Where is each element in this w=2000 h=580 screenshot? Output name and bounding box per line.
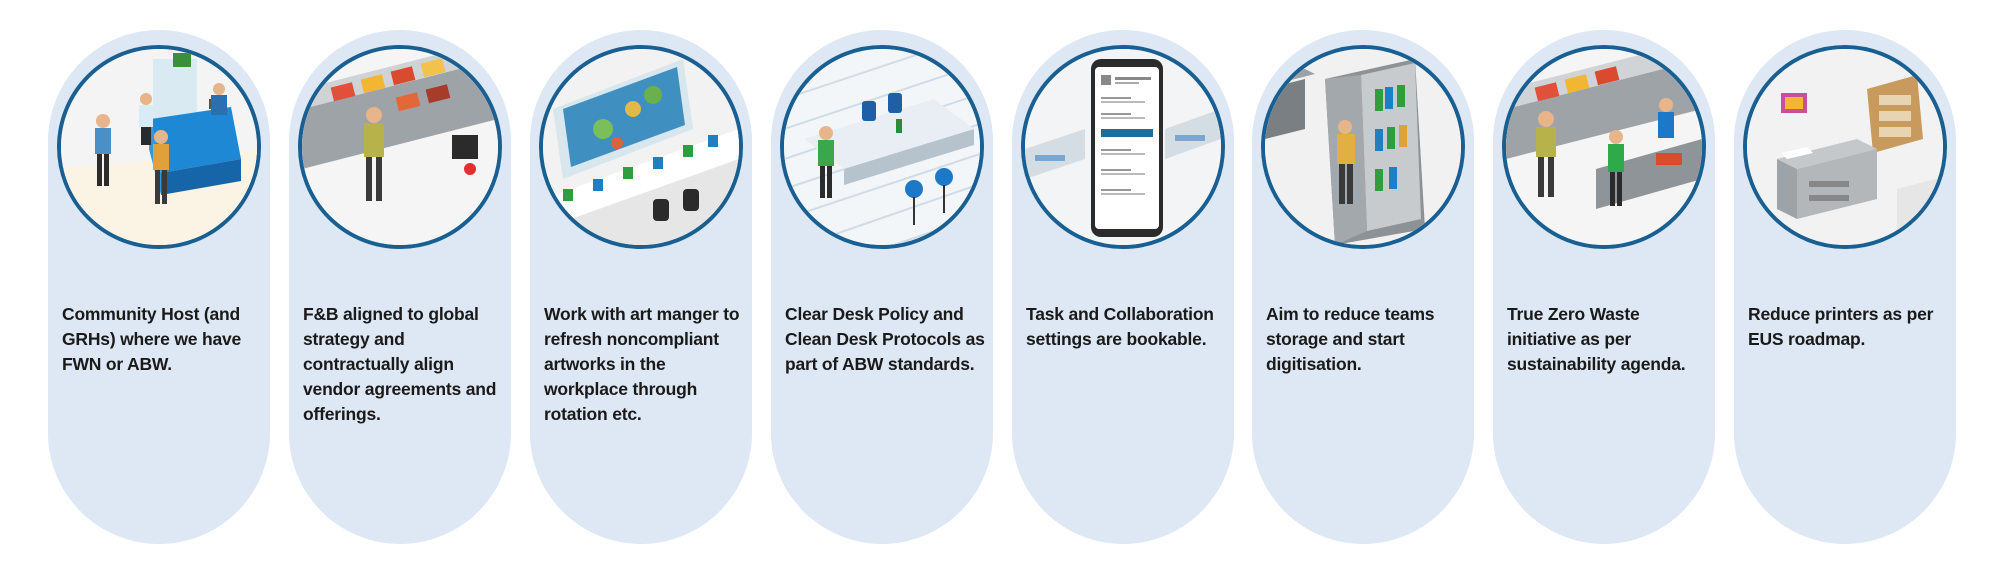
policy-card-printers: Reduce printers as per EUS roadmap. — [1734, 30, 1956, 544]
food-counter-illustration — [302, 49, 498, 245]
artwork-wall-illustration — [543, 49, 739, 245]
booking-phone-illustration — [1025, 49, 1221, 245]
card-caption: Reduce printers as per EUS roadmap. — [1748, 304, 1934, 349]
card-caption: F&B aligned to global strategy and contr… — [303, 304, 497, 424]
illustration-frame — [1743, 45, 1947, 249]
illustration-frame — [298, 45, 502, 249]
card-caption: Clear Desk Policy and Clean Desk Protoco… — [785, 304, 985, 374]
card-caption: Task and Collaboration settings are book… — [1026, 304, 1214, 349]
policy-card-storage: Aim to reduce teams storage and start di… — [1252, 30, 1474, 544]
illustration-frame — [1502, 45, 1706, 249]
policy-card-community-host: Community Host (and GRHs) where we have … — [48, 30, 270, 544]
illustration-frame — [57, 45, 261, 249]
illustration-frame — [1021, 45, 1225, 249]
card-caption: Aim to reduce teams storage and start di… — [1266, 304, 1435, 374]
policy-card-clear-desk: Clear Desk Policy and Clean Desk Protoco… — [771, 30, 993, 544]
card-caption: Community Host (and GRHs) where we have … — [62, 304, 242, 374]
storage-cabinet-illustration — [1265, 49, 1461, 245]
card-caption: Work with art manger to refresh noncompl… — [544, 304, 740, 424]
policy-card-artworks: Work with art manger to refresh noncompl… — [530, 30, 752, 544]
card-caption: True Zero Waste initiative as per sustai… — [1507, 304, 1686, 374]
zero-waste-illustration — [1506, 49, 1702, 245]
illustration-frame — [780, 45, 984, 249]
policy-card-food-beverage: F&B aligned to global strategy and contr… — [289, 30, 511, 544]
reception-desk-illustration — [61, 49, 257, 245]
illustration-frame — [539, 45, 743, 249]
printer-illustration — [1747, 49, 1943, 245]
policy-card-bookable-settings: Task and Collaboration settings are book… — [1012, 30, 1234, 544]
policy-card-zero-waste: True Zero Waste initiative as per sustai… — [1493, 30, 1715, 544]
illustration-frame — [1261, 45, 1465, 249]
clean-desk-illustration — [784, 49, 980, 245]
